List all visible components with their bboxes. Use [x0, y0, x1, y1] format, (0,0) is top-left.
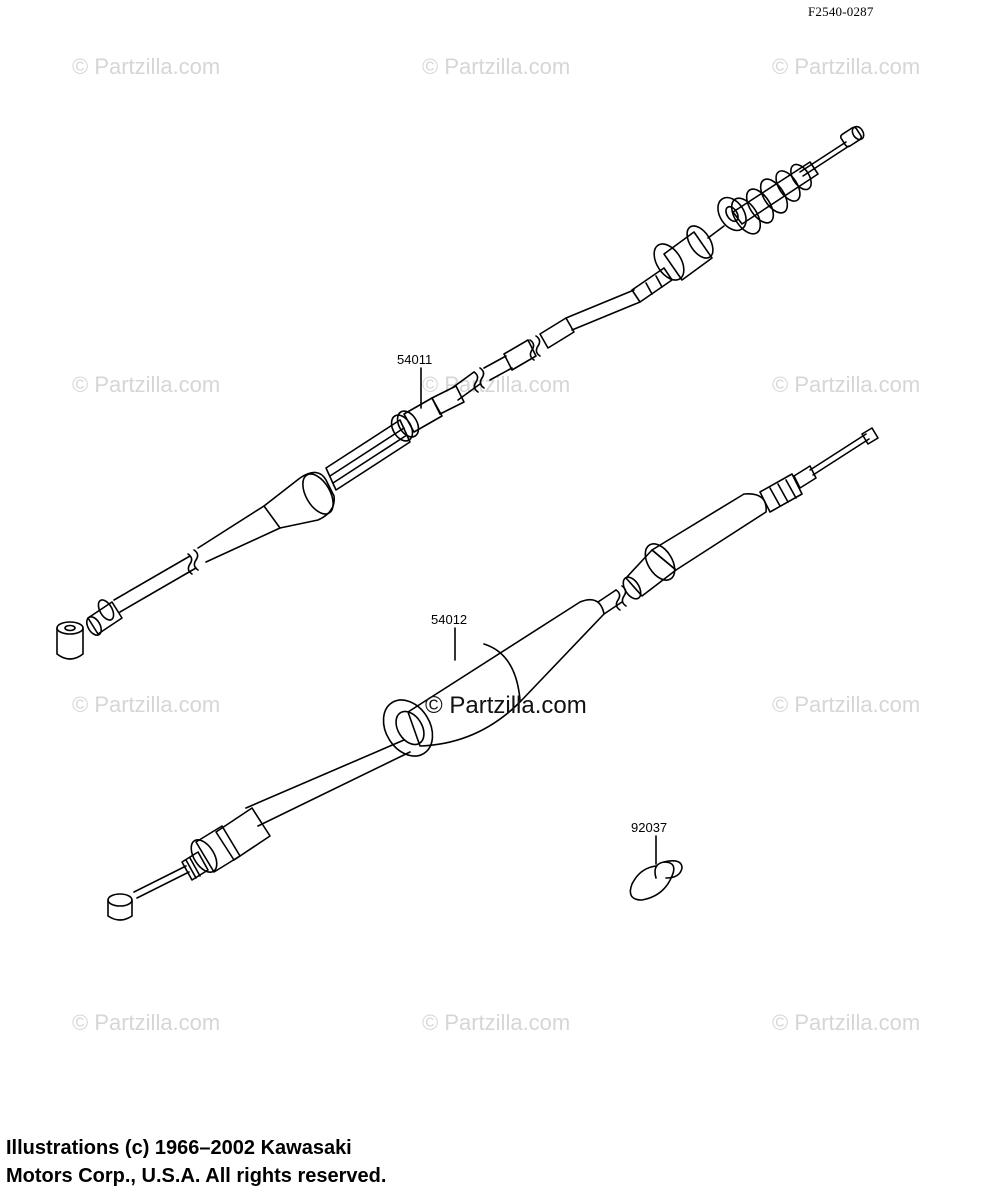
watermark: © Partzilla.com [772, 1010, 921, 1035]
watermark: © Partzilla.com [422, 54, 571, 79]
clutch-cable-54011 [56, 125, 865, 660]
part-number-54011: 54011 [397, 352, 433, 367]
center-watermark: © Partzilla.com [425, 692, 587, 719]
clip-92037 [629, 860, 683, 901]
watermark: © Partzilla.com [772, 372, 921, 397]
watermark: © Partzilla.com [72, 692, 221, 717]
part-number-54012: 54012 [431, 612, 468, 627]
copyright-notice: Illustrations (c) 1966–2002 Kawasaki Mot… [6, 1134, 386, 1190]
watermark: © Partzilla.com [72, 1010, 221, 1035]
part-number-92037: 92037 [631, 820, 668, 835]
copyright-line-1: Illustrations (c) 1966–2002 Kawasaki [6, 1137, 352, 1159]
watermark: © Partzilla.com [72, 54, 221, 79]
watermark: © Partzilla.com [772, 692, 921, 717]
figure-code: F2540-0287 [808, 4, 874, 19]
watermark: © Partzilla.com [422, 1010, 571, 1035]
copyright-line-2: Motors Corp., U.S.A. All rights reserved… [6, 1165, 387, 1187]
watermark: © Partzilla.com [72, 372, 221, 397]
throttle-cable-54012 [107, 427, 879, 921]
watermark: © Partzilla.com [772, 54, 921, 79]
